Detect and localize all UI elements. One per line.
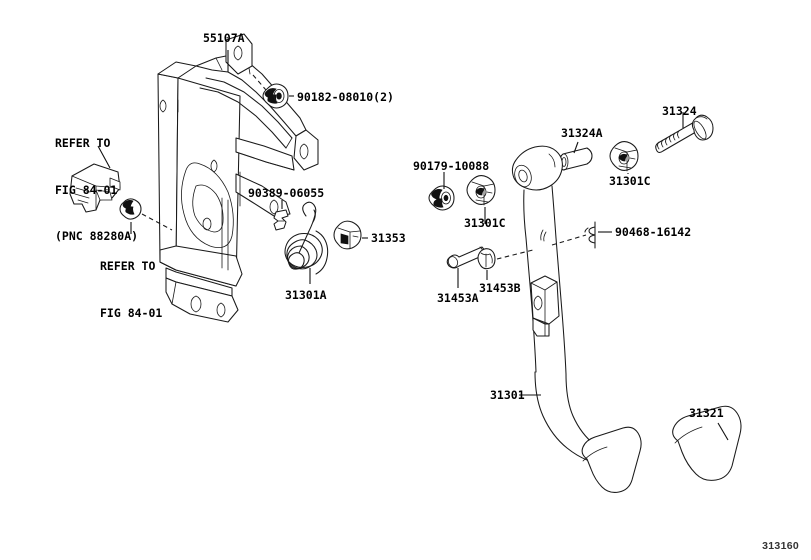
label-90389-06055: 90389-06055 (248, 186, 325, 200)
label-31301c-right: 31301C (609, 174, 651, 188)
dash-31453b-to-pedal (496, 249, 534, 260)
dash-pedal-to-90468 (551, 234, 587, 246)
part-31353-bushing (333, 220, 362, 250)
part-90182-nut (262, 83, 289, 109)
leader-refer-84-01-upper (97, 145, 111, 169)
label-31453a: 31453A (437, 291, 479, 305)
label-31301a: 31301A (285, 288, 327, 302)
label-90179-10088: 90179-10088 (413, 159, 490, 173)
part-clevis-nut-reference (119, 198, 142, 220)
label-31321: 31321 (689, 406, 724, 420)
label-31324: 31324 (662, 104, 697, 118)
part-90389-clip (273, 209, 289, 231)
part-31301-pedal-assembly (511, 145, 642, 493)
part-31453b-bushing (477, 248, 496, 270)
figure-code: 313160 (762, 540, 799, 552)
part-31321-pad (672, 405, 742, 481)
part-55107a-bracket (157, 33, 319, 323)
leader-31321 (717, 422, 729, 441)
leader-31324a (573, 141, 579, 154)
label-31453b: 31453B (479, 281, 521, 295)
label-31301c-left: 31301C (464, 216, 506, 230)
refer-upper-line-1: REFER TO (55, 136, 111, 150)
refer-upper-line-2: FIG 84-01 (55, 182, 118, 197)
dash-90182-to-bracket (252, 74, 267, 91)
label-31353: 31353 (371, 231, 406, 245)
label-90468-16142: 90468-16142 (615, 225, 692, 239)
label-31324a: 31324A (561, 126, 603, 140)
refer-upper-line-3: (PNC 88280A) (55, 229, 139, 243)
part-90468-clip (584, 221, 596, 249)
label-55107a: 55107A (203, 31, 245, 45)
label-refer-fig-84-01-upper: REFER TO FIG 84-01 (PNC 88280A) (55, 105, 138, 276)
part-brake-booster-reference (69, 163, 121, 213)
refer-lower-line-2: FIG 84-01 (100, 305, 163, 320)
part-31324-bolt (655, 114, 714, 154)
part-31301c-left-nut (466, 175, 496, 206)
part-31301c-right-nut (609, 141, 639, 172)
label-90182-08010: 90182-08010(2) (297, 90, 394, 104)
part-31324a-collar (558, 147, 593, 171)
refer-lower-line-1: REFER TO (100, 259, 156, 273)
part-31301a-spring (284, 201, 329, 275)
dash-clevisnut-to-bracket (141, 213, 173, 231)
label-31301: 31301 (490, 388, 525, 402)
part-90179-nut (428, 185, 455, 211)
label-refer-fig-84-01-lower: REFER TO FIG 84-01 (100, 228, 162, 352)
